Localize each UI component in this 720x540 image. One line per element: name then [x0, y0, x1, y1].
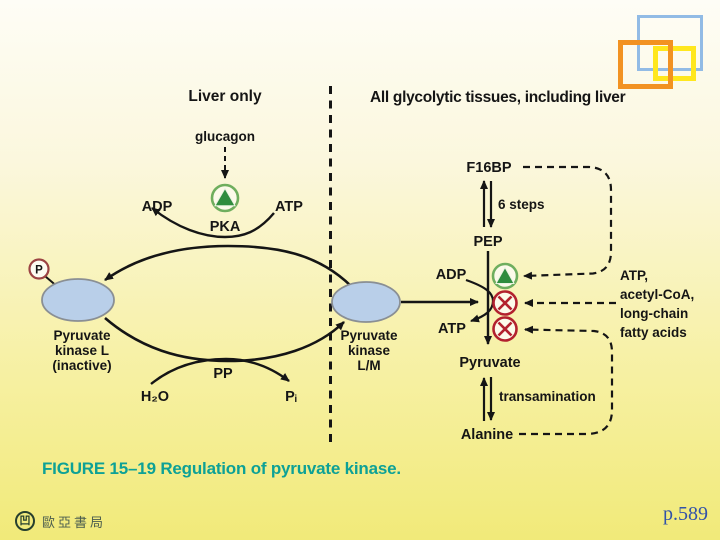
adp-label-right: ADP	[436, 267, 467, 283]
phosphate-tag-icon: P	[28, 258, 50, 280]
svg-text:kinase: kinase	[348, 343, 391, 358]
svg-text:L/M: L/M	[357, 358, 380, 373]
activator-icon-f16bp	[491, 262, 519, 290]
figure-caption: FIGURE 15–19 Regulation of pyruvate kina…	[42, 459, 401, 478]
pyruvate-kinase-lm-label: Pyruvate kinase L/M	[340, 328, 398, 373]
header-all-glycolytic-tissues: All glycolytic tissues, including liver	[370, 89, 626, 106]
svg-text:ATP,: ATP,	[620, 268, 648, 283]
transamination-label: transamination	[499, 389, 596, 404]
inhibitor-icon-1	[492, 290, 518, 316]
decorative-square-yellow	[653, 46, 696, 81]
pi-label: Pᵢ	[285, 389, 297, 405]
inhibitor-effectors-label: ATP, acetyl-CoA, long-chain fatty acids	[620, 268, 694, 340]
pka-enzyme-label: PKA	[210, 219, 241, 235]
glucagon-label: glucagon	[195, 129, 255, 144]
atp-label-right: ATP	[438, 321, 466, 337]
svg-text:long-chain: long-chain	[620, 306, 688, 321]
h2o-label: H₂O	[141, 389, 169, 405]
adp-label-left: ADP	[142, 199, 173, 215]
pp-enzyme-label: PP	[213, 366, 233, 382]
pyruvate-label: Pyruvate	[459, 355, 520, 371]
pyruvate-kinase-l-inactive-label: Pyruvate kinase L (inactive)	[52, 328, 111, 373]
activator-icon-pka	[210, 183, 240, 213]
pyruvate-kinase-l-inactive-shape	[41, 278, 115, 322]
alanine-inhibition-dashed-loop	[519, 325, 614, 436]
atp-to-adp-arc	[151, 207, 275, 239]
svg-text:Pyruvate: Pyruvate	[340, 328, 398, 343]
publisher-name: 歐亞書局	[42, 514, 107, 530]
h2o-to-pi-arc	[150, 357, 290, 385]
svg-text:Pyruvate: Pyruvate	[53, 328, 111, 343]
atp-label-left: ATP	[275, 199, 303, 215]
header-liver-only: Liver only	[188, 88, 262, 105]
svg-text:fatty acids: fatty acids	[620, 325, 687, 340]
decorative-square-orange	[618, 40, 673, 89]
alanine-label: Alanine	[461, 427, 513, 443]
svg-text:kinase L: kinase L	[55, 343, 109, 358]
dephosphorylation-arc-bottom	[104, 317, 345, 363]
publisher-logo-icon: 凹	[15, 511, 35, 531]
pyruvate-kinase-lm-shape	[331, 281, 401, 323]
page-number: p.589	[663, 503, 708, 525]
phosphorylation-arc-top	[104, 244, 352, 287]
publisher-mark: 凹 歐亞書局	[15, 511, 106, 531]
f16bp-label: F16BP	[466, 160, 511, 176]
pep-label: PEP	[473, 234, 502, 250]
inhibitor-icon-2	[492, 316, 518, 342]
svg-text:P: P	[35, 265, 43, 277]
svg-text:(inactive): (inactive)	[52, 358, 111, 373]
svg-text:acetyl-CoA,: acetyl-CoA,	[620, 287, 694, 302]
f16bp-activation-dashed-loop	[523, 165, 613, 280]
six-steps-label: 6 steps	[498, 197, 545, 212]
